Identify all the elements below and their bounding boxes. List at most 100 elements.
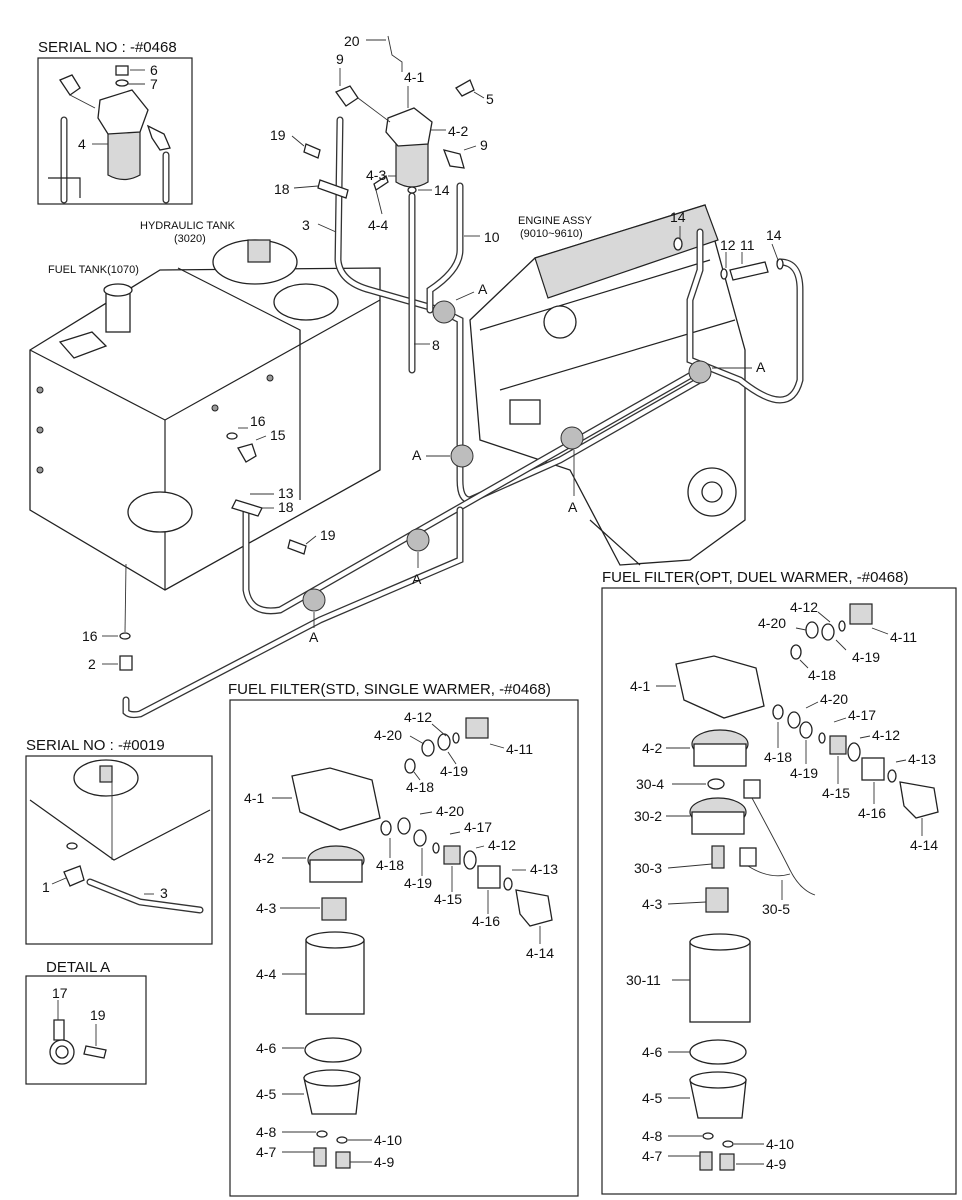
std-leader-lines: [272, 723, 541, 1163]
callout-6: 6: [150, 62, 158, 78]
main-filter-bowl: [395, 141, 429, 188]
oring-14-mid: [407, 186, 417, 194]
callout-12: 12: [720, 237, 736, 253]
oring-7: [115, 79, 129, 87]
bracket-small: [48, 177, 81, 198]
callout-a-3: A: [412, 447, 422, 463]
tank-edge-small: [29, 799, 211, 861]
fuel-tank-bottom-cover: [127, 491, 193, 533]
elbow-right-small: [146, 124, 171, 151]
std-callout-4-9: 4-9: [374, 1154, 394, 1170]
opt-callout-30-11: 30-11: [626, 972, 661, 988]
opt-cartridge-top: [689, 933, 751, 951]
opt-oring-4-12-top: [838, 620, 846, 632]
engine-pulley-hub: [701, 481, 723, 503]
callout-a-2: A: [756, 359, 766, 375]
hydraulic-tank-plate: [273, 283, 339, 321]
engine-code: (9010~9610): [520, 228, 583, 240]
oring-16-tank: [226, 432, 238, 440]
hydraulic-tank-code: (3020): [174, 233, 206, 245]
std-oring-4-17: [432, 842, 440, 854]
std-cartridge-4-4: [305, 939, 365, 1015]
bolt-2: [36, 426, 44, 434]
opt-fitting-4-15: [829, 735, 847, 755]
bolt-4: [266, 374, 274, 382]
engine-valve-cover: [534, 204, 719, 299]
opt-cap-4-14: [899, 781, 939, 819]
opt-callout-4-13: 4-13: [908, 751, 936, 767]
opt-oring-4-10: [722, 1140, 734, 1148]
std-oring-4-13: [503, 877, 513, 891]
std-callout-4-10: 4-10: [374, 1132, 402, 1148]
opt-callout-4-8: 4-8: [642, 1128, 662, 1144]
detail-a-spot-2: [688, 360, 712, 384]
detail-a-spot-6: [302, 588, 326, 612]
engine-sump-edge: [589, 519, 641, 566]
opt-leader-lines: [656, 611, 923, 1165]
callout-9-left: 9: [336, 51, 344, 67]
std-filter-frame: [229, 699, 579, 1197]
opt-callout-4-16: 4-16: [858, 805, 886, 821]
std-callout-4-16: 4-16: [472, 913, 500, 929]
detail-a-frame: [25, 975, 147, 1085]
std-sensor-4-9: [335, 1151, 351, 1169]
opt-filter-head-4-1: [675, 655, 765, 719]
std-callout-4-6: 4-6: [256, 1040, 276, 1056]
std-callout-4-17: 4-17: [464, 819, 492, 835]
callout-14-mid: 14: [434, 182, 450, 198]
bolt-19-tank: [287, 539, 307, 555]
filter-body-small: [107, 129, 141, 181]
opt-callout-4-18-top: 4-18: [808, 667, 836, 683]
std-callout-4-11: 4-11: [506, 741, 533, 757]
opt-callout-4-17: 4-17: [848, 707, 876, 723]
detail-a-spot-5: [406, 528, 430, 552]
fitting-1: [63, 865, 85, 887]
callout-20: 20: [344, 33, 360, 49]
std-washer-4-20: [397, 817, 411, 835]
connector-5: [455, 79, 475, 97]
serial-0468-panel: SERIAL NO : -#0468 6 7 4: [37, 39, 193, 205]
clamp-strap-17: [53, 1019, 65, 1041]
std-oring-4-8: [316, 1130, 328, 1138]
std-callout-4-13: 4-13: [530, 861, 558, 877]
callout-1: 1: [42, 879, 50, 895]
callout-4: 4: [78, 136, 86, 152]
engine-line-2: [499, 319, 736, 391]
opt-callout-4-5: 4-5: [642, 1090, 662, 1106]
main-leader-lines: [102, 39, 779, 665]
callout-18-top: 18: [274, 181, 290, 197]
filter-head-small: [97, 89, 149, 135]
hydraulic-tank-cap: [247, 239, 271, 263]
bolt-5: [211, 404, 219, 412]
opt-filter-title: FUEL FILTER(OPT, DUEL WARMER, -#0468): [602, 569, 908, 586]
leader-1: [51, 877, 67, 885]
std-callout-4-19: 4-19: [404, 875, 432, 891]
opt-plug-4-11: [849, 603, 873, 625]
clamp-18-tank: [231, 499, 263, 517]
opt-bowl-top: [689, 1071, 747, 1089]
std-callout-4-7: 4-7: [256, 1144, 276, 1160]
serial-0019-title: SERIAL NO : -#0019: [26, 737, 165, 754]
oring-16-bottom: [119, 632, 131, 640]
opt-oring-4-12: [847, 742, 861, 762]
pipe-supply-inner: [243, 367, 703, 613]
std-adapter-4-16: [477, 865, 501, 889]
opt-callout-30-5: 30-5: [762, 901, 790, 917]
callout-11: 11: [740, 237, 755, 253]
opt-oring-30-4: [707, 778, 725, 790]
std-callout-4-19-top: 4-19: [440, 763, 468, 779]
opt-callout-4-12: 4-12: [872, 727, 900, 743]
engine-label: ENGINE ASSY: [518, 215, 593, 227]
std-callout-4-1: 4-1: [244, 790, 264, 806]
pipe-10: [426, 182, 464, 314]
opt-connector-a: [743, 779, 761, 799]
oring-small: [66, 842, 78, 850]
opt-ring-4-19-top: [821, 623, 835, 641]
std-callout-4-2: 4-2: [254, 850, 274, 866]
opt-wire-30-5-b: [747, 865, 791, 877]
plug-6: [115, 65, 129, 76]
callout-16-bottom: 16: [82, 628, 98, 644]
opt-callout-4-6: 4-6: [642, 1044, 662, 1060]
callout-2: 2: [88, 656, 96, 672]
std-washer-4-20-top: [421, 739, 435, 757]
